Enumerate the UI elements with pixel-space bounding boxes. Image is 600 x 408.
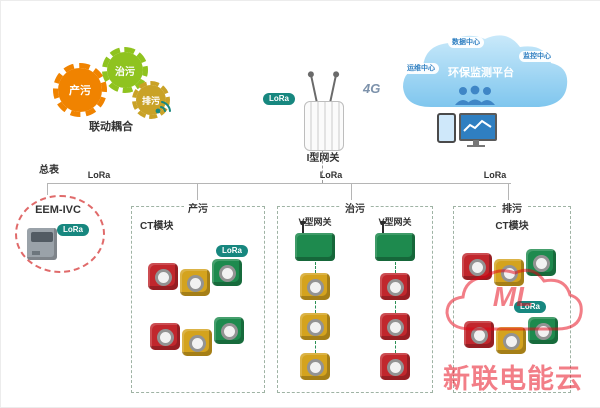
4g-icon: 4G: [363, 81, 381, 96]
ct-module-red: [380, 353, 410, 380]
smartphone-icon: [437, 113, 456, 143]
ct-module-yellow: [494, 259, 524, 286]
gears-caption: 联动耦合: [89, 121, 133, 133]
antenna-icon: [329, 76, 337, 102]
bus-lora-label-mid: LoRa: [319, 170, 343, 180]
monitor-stand: [473, 140, 479, 145]
zone-discharge-label: 排污: [498, 200, 526, 215]
ct-module-green: [212, 259, 242, 286]
wireless-signal-icon: [155, 101, 171, 114]
connector-gateway-bus: [322, 151, 323, 183]
lora-badge-meter: LoRa: [57, 224, 89, 236]
zone-discharge: 排污 CT模块 LoRa: [453, 200, 571, 393]
ct-module-red: [462, 253, 492, 280]
zone-production-label: 产污: [184, 200, 212, 215]
gear-treatment: 治污: [102, 47, 148, 93]
connector-line: [315, 262, 316, 273]
lora-badge-zone3: LoRa: [514, 301, 546, 313]
lora-badge-gateway: LoRa: [263, 93, 295, 105]
ct-module-yellow: [300, 353, 330, 380]
bus-lora-label-right: LoRa: [483, 170, 507, 180]
ct-module-red: [464, 321, 494, 348]
zone-treatment-label: 治污: [341, 200, 369, 215]
connector-line: [315, 341, 316, 353]
gateway-label: I型网关: [306, 153, 340, 164]
v-gateway-label: V型网关: [378, 217, 412, 227]
cloud-title: 环保监测平台: [448, 67, 514, 79]
connector-bus-zone3: [508, 183, 509, 206]
gear-discharge: 排污: [132, 81, 170, 119]
main-meter-caption: 总表: [39, 165, 59, 176]
gear-label: 产污: [69, 85, 91, 97]
cloud-node-data-center: 数据中心: [448, 37, 484, 49]
ct-module-green: [214, 317, 244, 344]
ct-module-yellow: [496, 327, 526, 354]
connector-line: [395, 301, 396, 313]
connector-line: [395, 341, 396, 353]
gear-label: 排污: [141, 95, 160, 106]
connector-line: [395, 262, 396, 273]
v-gateway-device: [375, 221, 415, 261]
lora-badge-zone1: LoRa: [216, 245, 248, 257]
ct-module-red: [150, 323, 180, 350]
meter-device-icon: [27, 228, 57, 260]
connector-bus-meter: [47, 183, 48, 195]
type1-gateway-device: [304, 101, 344, 151]
ct-module-label: CT模块: [495, 221, 529, 232]
main-meter-group: [15, 195, 105, 273]
connector-bus-zone1: [197, 183, 198, 206]
ct-module-red: [380, 273, 410, 300]
ct-module-green: [526, 249, 556, 276]
bus-lora-label-left: LoRa: [87, 170, 111, 180]
ct-module-yellow: [180, 269, 210, 296]
ct-module-green: [528, 317, 558, 344]
users-icon: [455, 85, 495, 105]
ct-module-yellow: [300, 313, 330, 340]
antenna-icon: [310, 76, 318, 102]
zone-production: 产污 CT模块 LoRa: [131, 200, 265, 393]
ct-module-yellow: [182, 329, 212, 356]
monitor-base: [467, 145, 485, 147]
cloud-node-ops-center: 运维中心: [403, 63, 439, 75]
ct-module-red: [380, 313, 410, 340]
ct-module-label: CT模块: [140, 221, 174, 232]
ct-module-yellow: [300, 273, 330, 300]
bus-line: [47, 183, 511, 184]
dashboard-monitor-icon: [459, 113, 497, 141]
gear-label: 治污: [115, 66, 135, 78]
zone-treatment: 治污 V型网关 V型网关: [277, 200, 433, 393]
main-meter-model: EEM-IVC: [35, 204, 81, 216]
gear-production-pollution: 产污: [53, 63, 107, 117]
v-gateway-device: [295, 221, 335, 261]
v-gateway-label: V型网关: [298, 217, 332, 227]
ct-module-red: [148, 263, 178, 290]
cloud-node-monitor-center: 监控中心: [519, 51, 555, 63]
connector-bus-zone2: [351, 183, 352, 206]
connector-line: [315, 301, 316, 313]
